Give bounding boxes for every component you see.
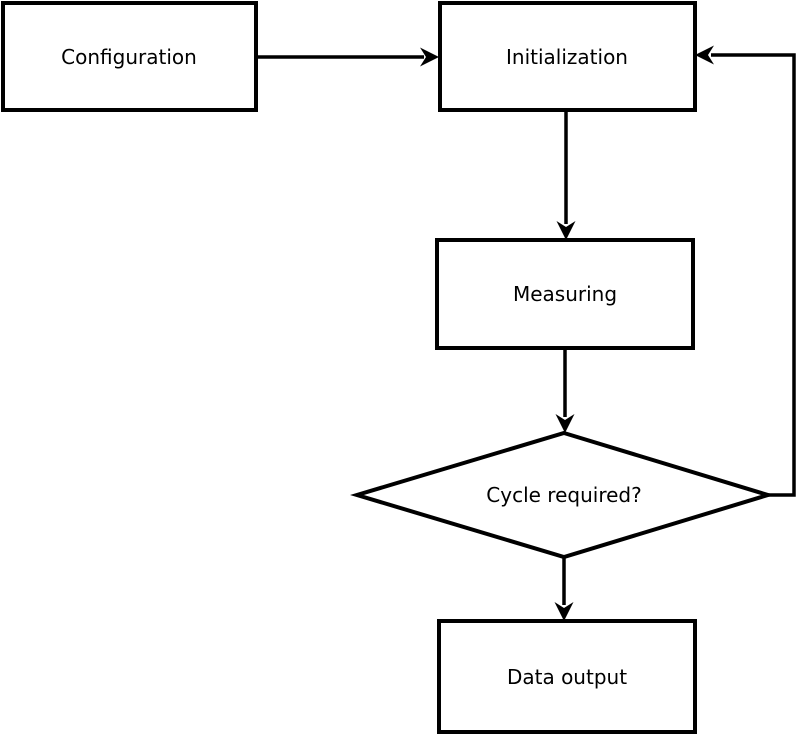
- node-measuring-label: Measuring: [513, 282, 617, 306]
- arrowhead: [556, 221, 576, 240]
- edge-cycle-required-to-initialization-loop: [695, 45, 796, 497]
- node-initialization-label: Initialization: [506, 45, 628, 69]
- arrowhead: [695, 45, 714, 65]
- node-data-output-shape: [437, 619, 697, 734]
- arrowhead: [554, 602, 574, 621]
- edge-measuring-to-cycle-required: [555, 348, 575, 433]
- node-initialization-shape: [438, 1, 697, 112]
- node-measuring-shape: [435, 238, 695, 350]
- node-cycle-required: Cycle required?: [350, 430, 775, 560]
- edge-line: [711, 53, 796, 497]
- node-configuration-shape: [1, 1, 258, 112]
- node-measuring: Measuring: [435, 238, 695, 350]
- arrowhead: [555, 414, 575, 433]
- node-configuration: Configuration: [1, 1, 258, 112]
- node-configuration-label: Configuration: [61, 45, 197, 69]
- node-initialization: Initialization: [438, 1, 697, 112]
- arrowhead: [420, 47, 439, 67]
- node-data-output-label: Data output: [507, 665, 627, 689]
- node-data-output: Data output: [437, 619, 697, 734]
- node-cycle-required-shape: [350, 430, 775, 560]
- edge-initialization-to-measuring: [556, 110, 576, 240]
- edge-cycle-required-to-data-output: [554, 557, 574, 621]
- edge-configuration-to-initialization: [256, 47, 439, 67]
- node-cycle-required-label: Cycle required?: [486, 483, 641, 507]
